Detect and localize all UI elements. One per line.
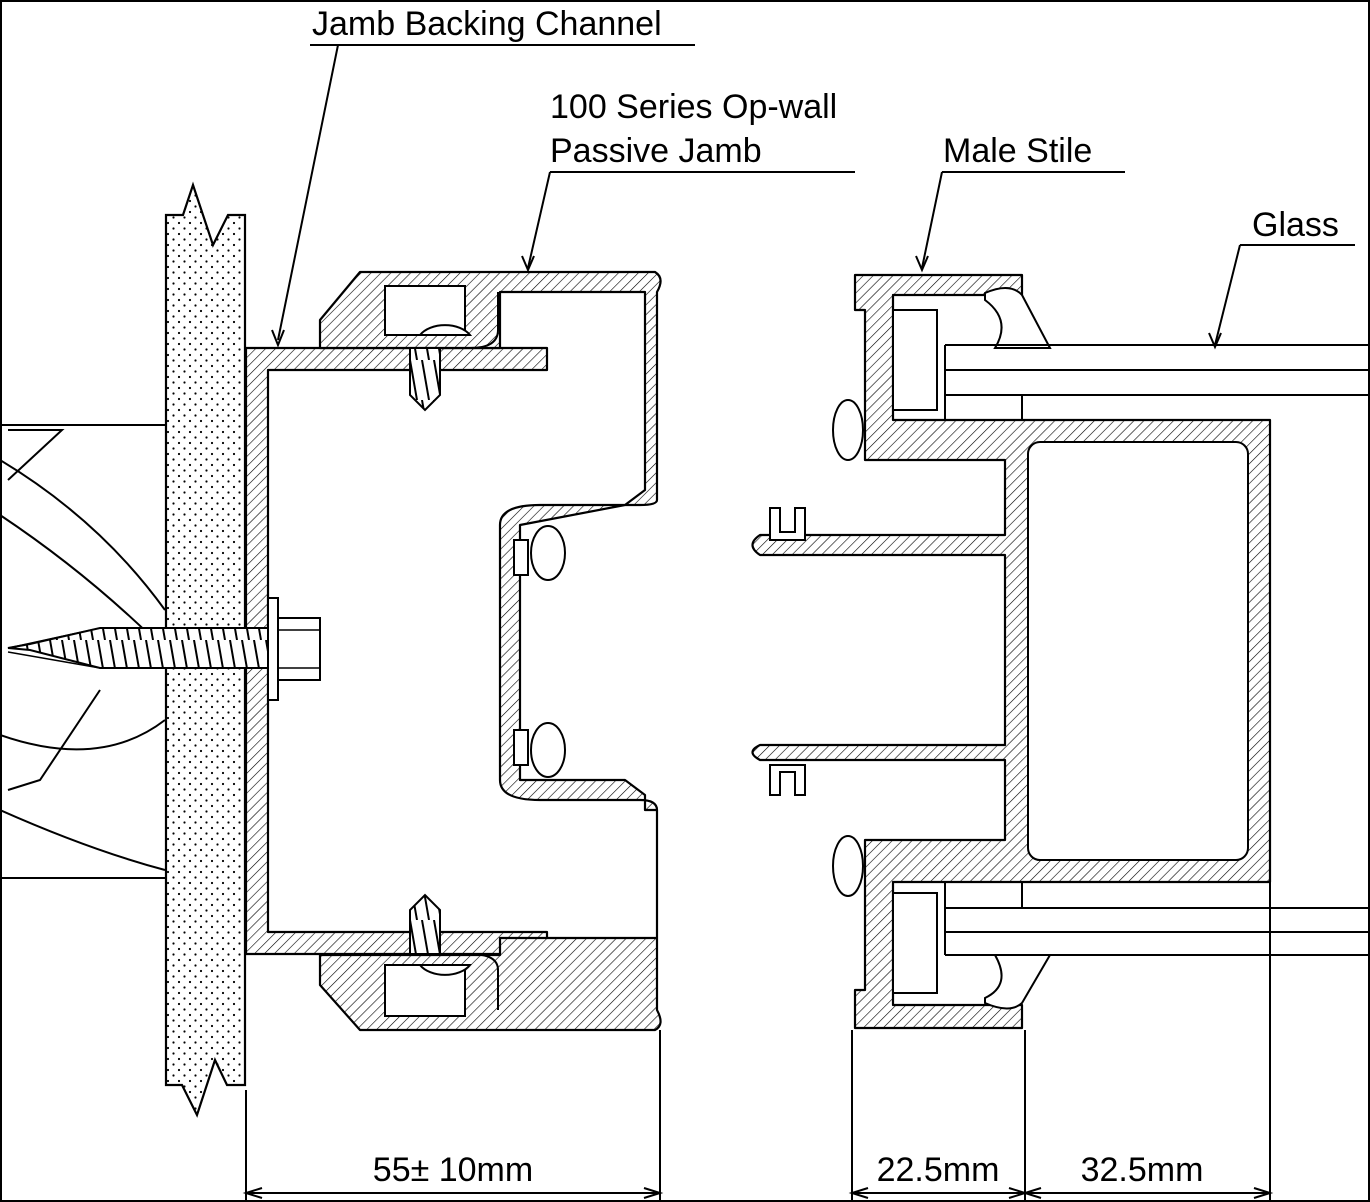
male-stile-profile (751, 273, 1272, 1030)
label-glass: Glass (1252, 206, 1339, 244)
label-male-stile: Male Stile (943, 132, 1092, 170)
label-op-wall-line1: 100 Series Op-wall (550, 88, 837, 126)
leaders (271, 44, 1355, 350)
label-op-wall-line2: Passive Jamb (550, 132, 762, 170)
stile-seals (769, 399, 864, 897)
fixing-screw (7, 597, 321, 701)
dimension-jamb-depth: 55± 10mm (373, 1151, 533, 1189)
dimension-stile-back: 32.5mm (1081, 1151, 1204, 1189)
dimension-lines (242, 882, 1274, 1202)
passive-jamb-profile (318, 270, 662, 1032)
glass-panes (944, 344, 1370, 956)
jamb-bottom-screw (409, 893, 441, 955)
jamb-seals (513, 525, 566, 778)
dimension-stile-front: 22.5mm (877, 1151, 1000, 1189)
glazing-wedges (984, 287, 1052, 1010)
jamb-top-screw (409, 347, 441, 412)
label-jamb-backing-channel: Jamb Backing Channel (312, 5, 662, 43)
